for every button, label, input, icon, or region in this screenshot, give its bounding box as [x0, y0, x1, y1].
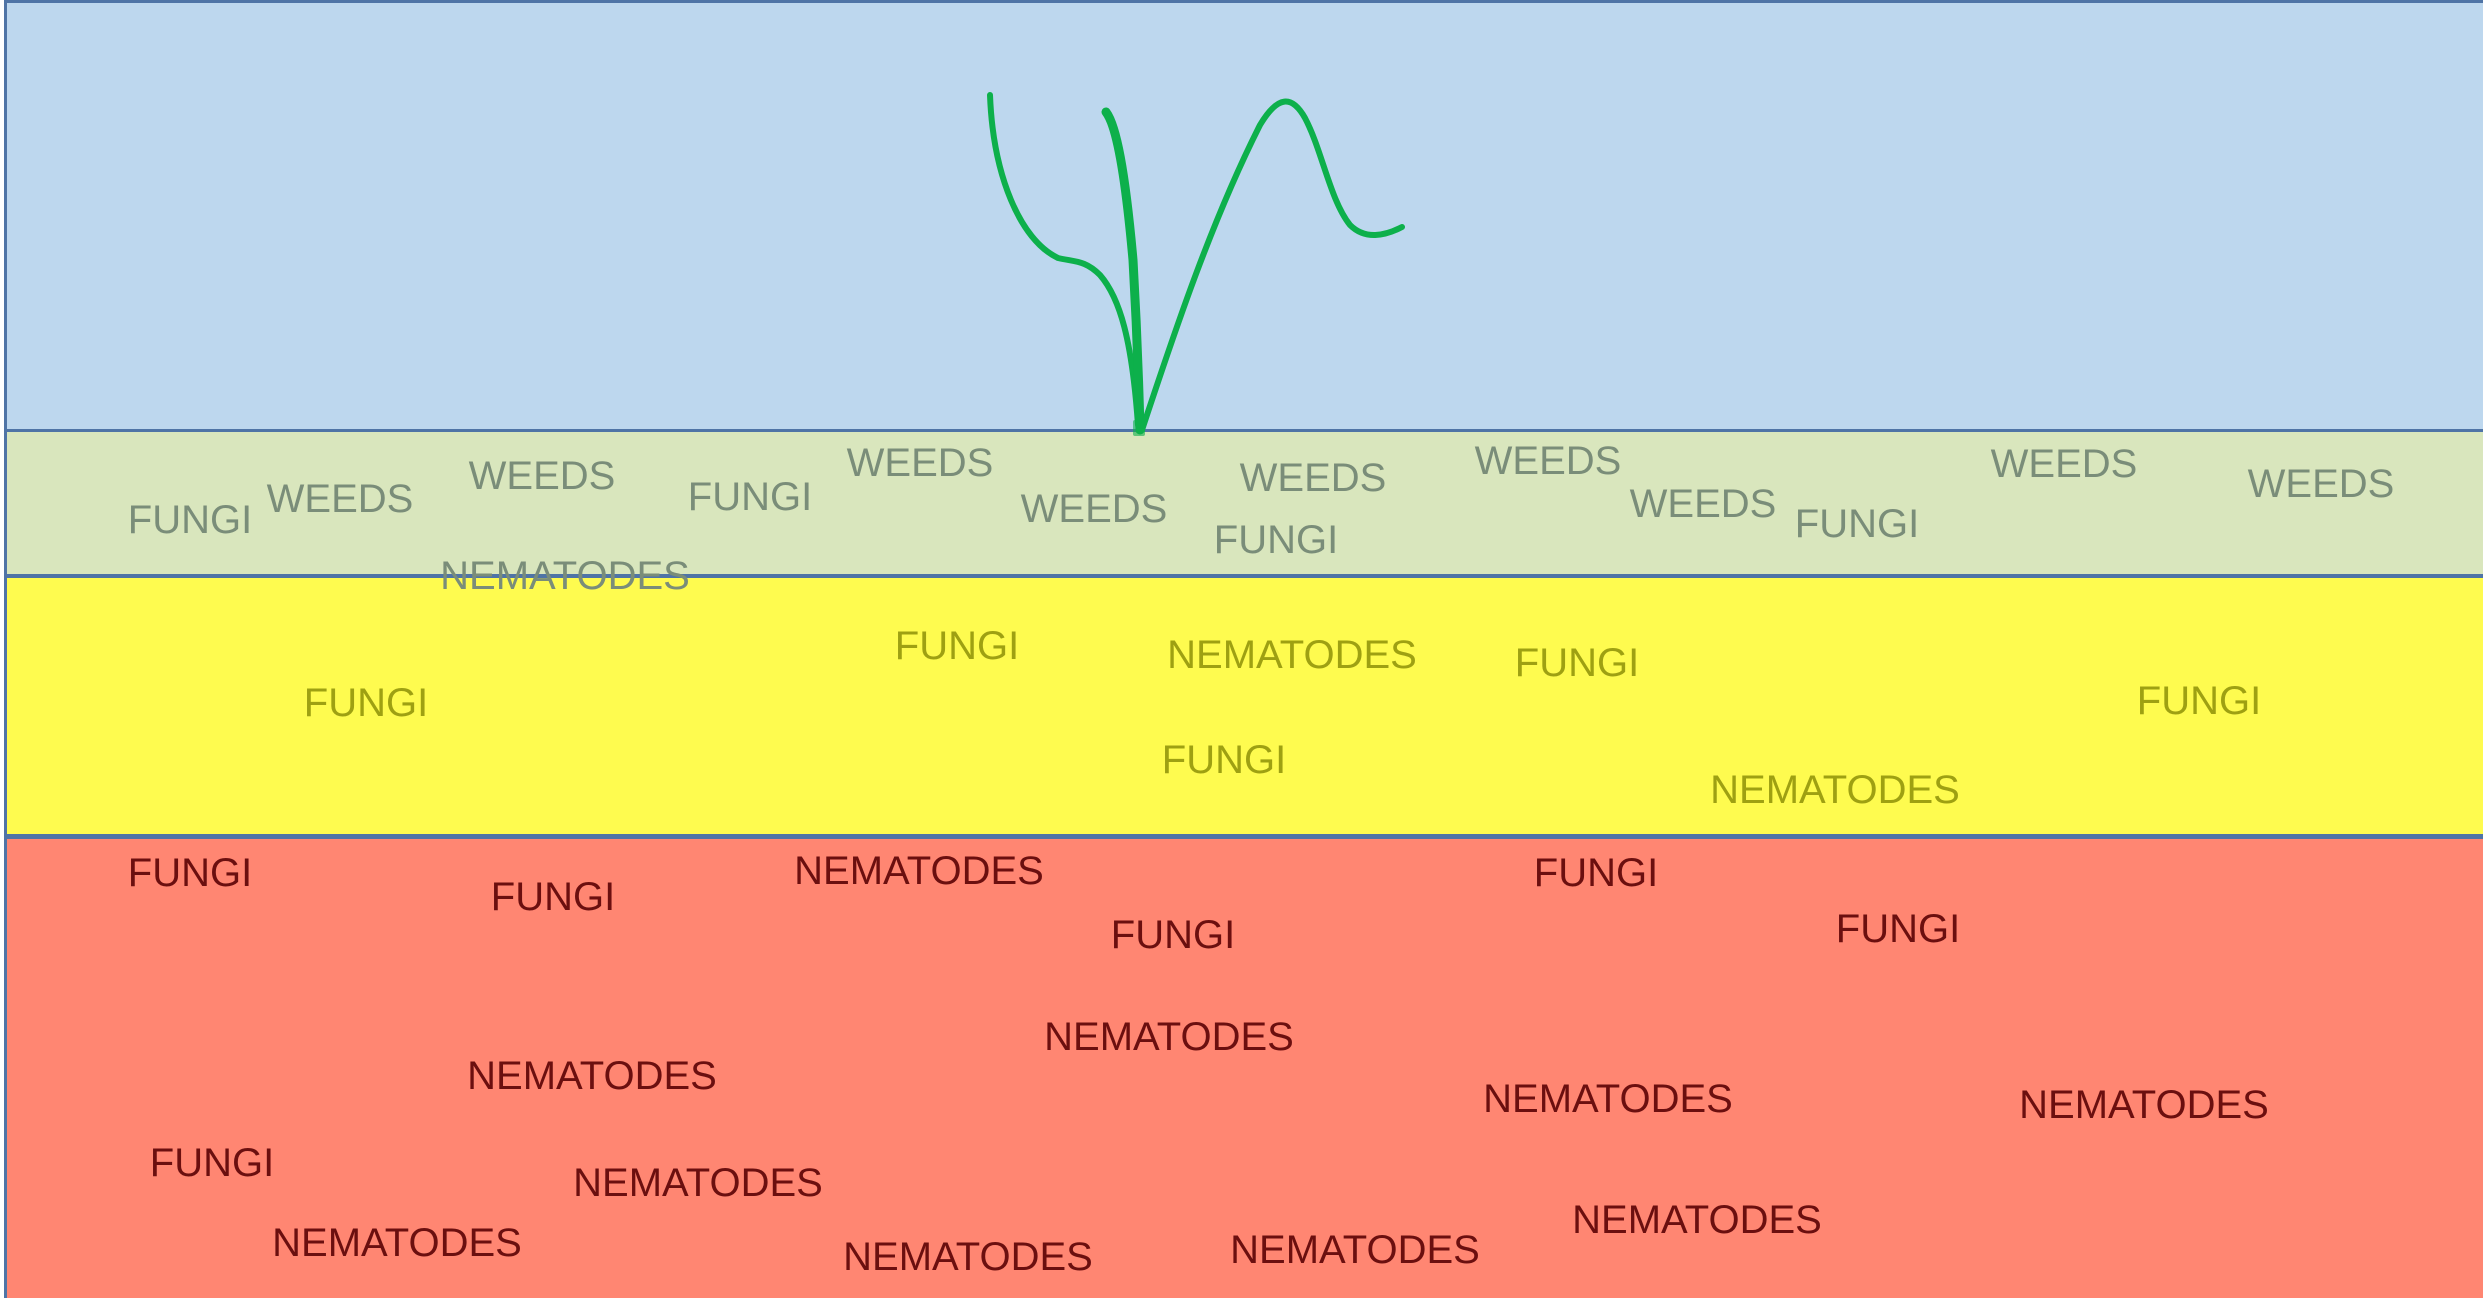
surface-label: FUNGI [1214, 520, 1338, 560]
subsoil-label: NEMATODES [794, 851, 1044, 891]
surface-label: WEEDS [1021, 489, 1168, 529]
subsoil-label: FUNGI [491, 877, 615, 917]
surface-label: FUNGI [128, 500, 252, 540]
surface-label: FUNGI [1795, 504, 1919, 544]
subsoil-label: FUNGI [1836, 909, 1960, 949]
subsoil-label: NEMATODES [1572, 1200, 1822, 1240]
topsoil-label: FUNGI [895, 626, 1019, 666]
topsoil-label: FUNGI [1515, 643, 1639, 683]
subsoil-label: NEMATODES [2019, 1085, 2269, 1125]
surface-label: WEEDS [847, 443, 994, 483]
subsoil-label: NEMATODES [1483, 1079, 1733, 1119]
surface-label: NEMATODES [440, 556, 690, 596]
subsoil-label: NEMATODES [467, 1056, 717, 1096]
topsoil-label: FUNGI [2137, 681, 2261, 721]
subsoil-label: NEMATODES [573, 1163, 823, 1203]
surface-label: WEEDS [2248, 464, 2395, 504]
subsoil-label: NEMATODES [843, 1237, 1093, 1277]
topsoil-label: FUNGI [1162, 740, 1286, 780]
subsoil-label: FUNGI [150, 1143, 274, 1183]
sky-layer [4, 0, 2483, 432]
topsoil-label: NEMATODES [1167, 635, 1417, 675]
topsoil-label: NEMATODES [1710, 770, 1960, 810]
subsoil-label: NEMATODES [1230, 1230, 1480, 1270]
surface-label: WEEDS [469, 456, 616, 496]
surface-label: WEEDS [1475, 441, 1622, 481]
surface-label: WEEDS [267, 479, 414, 519]
surface-label: FUNGI [688, 477, 812, 517]
subsoil-label: NEMATODES [272, 1223, 522, 1263]
topsoil-label: FUNGI [304, 683, 428, 723]
subsoil-label: FUNGI [1111, 915, 1235, 955]
surface-label: WEEDS [1991, 444, 2138, 484]
subsoil-label: FUNGI [128, 853, 252, 893]
subsoil-label: FUNGI [1534, 853, 1658, 893]
surface-label: WEEDS [1240, 458, 1387, 498]
subsoil-label: NEMATODES [1044, 1017, 1294, 1057]
surface-label: WEEDS [1630, 484, 1777, 524]
